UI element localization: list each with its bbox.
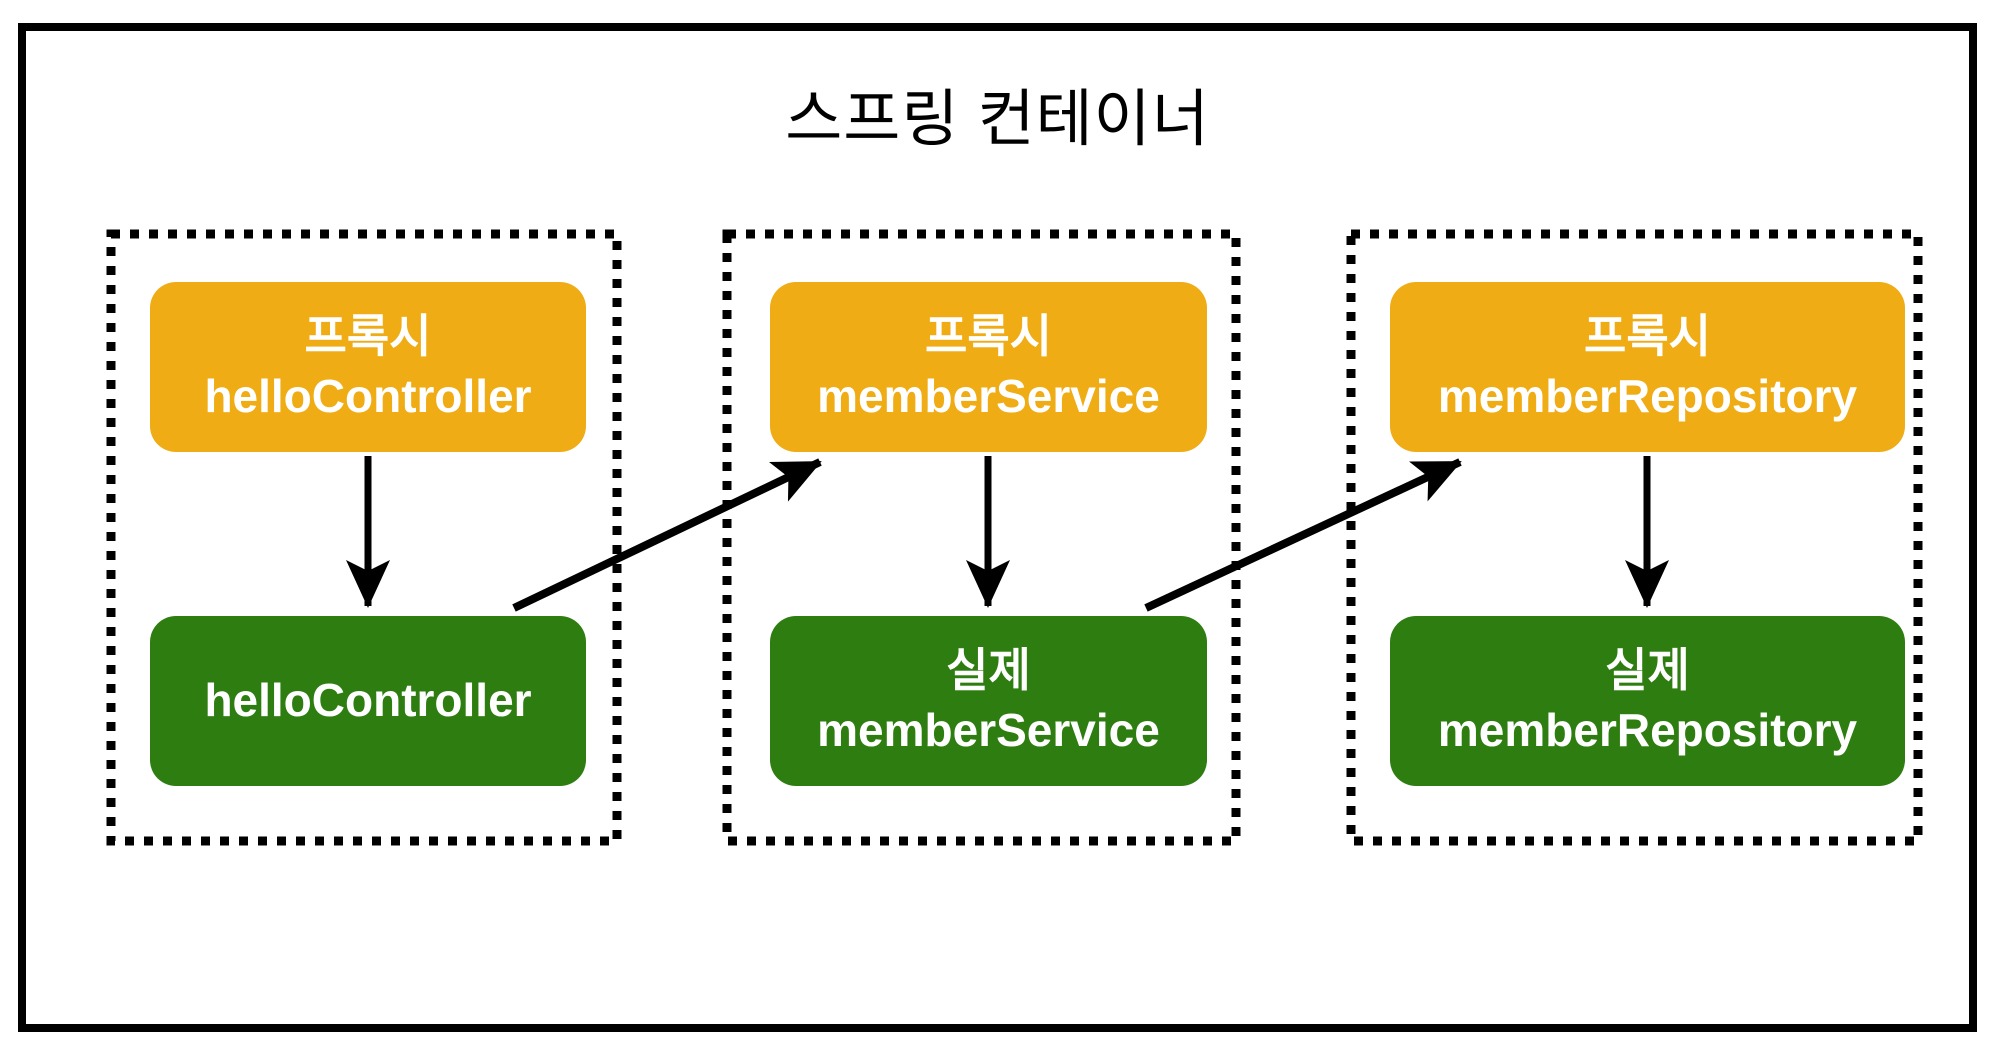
target-bean-name: memberService <box>817 704 1160 756</box>
proxy-member-service-box: 프록시 memberService <box>770 282 1207 452</box>
proxy-hello-controller-box: 프록시 helloController <box>150 282 586 452</box>
diagram-title: 스프링 컨테이너 <box>785 85 1210 154</box>
target-hello-controller-box: helloController <box>150 616 586 786</box>
proxy-label: 프록시 <box>1584 310 1711 363</box>
target-member-repository-box: 실제 memberRepository <box>1390 616 1905 786</box>
spring-container-frame <box>18 23 1977 1032</box>
proxy-label: 프록시 <box>925 310 1052 363</box>
target-label: 실제 <box>1605 644 1690 697</box>
proxy-member-repository-box: 프록시 memberRepository <box>1390 282 1905 452</box>
target-label: 실제 <box>946 644 1031 697</box>
proxy-bean-name: memberRepository <box>1437 370 1858 422</box>
bean-group-member-service: 프록시 memberService 실제 memberService <box>727 234 1236 841</box>
target-bean-name: memberRepository <box>1437 704 1858 756</box>
proxy-bean-name: helloController <box>204 370 532 422</box>
proxy-bean-name: memberService <box>817 370 1160 422</box>
bean-group-hello-controller: 프록시 helloController helloController <box>111 234 617 841</box>
proxy-label: 프록시 <box>304 310 432 363</box>
target-member-service-box: 실제 memberService <box>770 616 1207 786</box>
target-bean-name: helloController <box>204 674 532 727</box>
bean-group-member-repository: 프록시 memberRepository 실제 memberRepository <box>1351 234 1918 841</box>
